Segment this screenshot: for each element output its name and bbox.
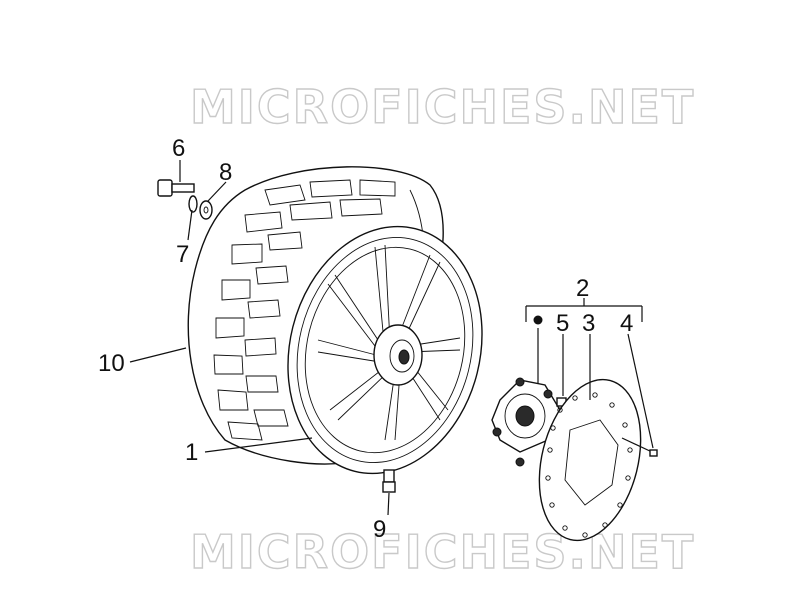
callout-7: 7: [176, 241, 189, 268]
callout-3: 3: [582, 310, 595, 337]
watermark-top: MICROFICHES.NET: [190, 80, 695, 134]
axle-bolt-6: [157, 179, 195, 197]
callout-4: 4: [620, 310, 633, 337]
washer-7: [188, 195, 198, 213]
callout-6: 6: [172, 135, 185, 162]
bolt-4: [621, 437, 658, 457]
washer-8: [199, 200, 213, 220]
leader-lines: [129, 160, 654, 516]
valve-9: [382, 469, 396, 493]
watermark-bottom: MICROFICHES.NET: [190, 525, 695, 579]
bullet-dot: [533, 315, 543, 325]
brake-disc: [538, 378, 642, 542]
callout-2: 2: [576, 275, 589, 302]
callout-9: 9: [373, 516, 386, 543]
callout-10: 10: [98, 350, 125, 377]
callout-8: 8: [219, 159, 232, 186]
callout-1: 1: [185, 439, 198, 466]
brake-hub: [491, 377, 561, 467]
callout-5: 5: [556, 310, 569, 337]
rim: [287, 225, 483, 475]
